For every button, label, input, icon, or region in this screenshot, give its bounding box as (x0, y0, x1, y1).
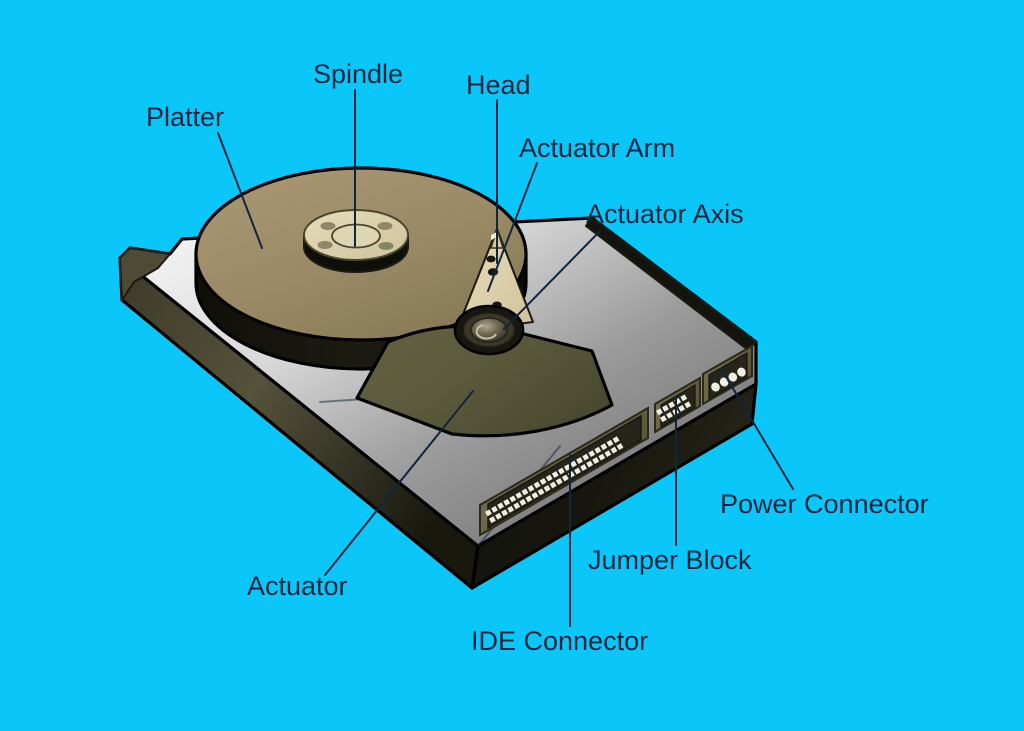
ide-pin-array (485, 436, 624, 524)
ide-connector-group (479, 232, 649, 537)
spindle-screw-hole (317, 241, 333, 249)
actuator-group (355, 324, 614, 438)
label-ide-connector: IDE Connector (471, 626, 648, 656)
label-spindle: Spindle (313, 59, 403, 89)
label-jumper-block: Jumper Block (588, 545, 752, 575)
label-actuator: Actuator (247, 571, 348, 601)
labels: Platter Spindle Head Actuator Arm Actuat… (146, 59, 929, 656)
leader-lines (217, 89, 794, 627)
spindle-screw-hole (377, 222, 393, 230)
actuator-arm-hole (486, 255, 496, 263)
spindle-screw-hole (378, 242, 394, 250)
platter-leader (217, 132, 263, 249)
power-connector-group (702, 344, 753, 406)
spindle-screw-hole (320, 222, 336, 230)
label-platter: Platter (146, 102, 224, 132)
jumper-block-group (654, 376, 701, 434)
actuator-voice-coil (355, 324, 614, 438)
actuator-axis-leader (503, 230, 601, 330)
power-connector-leader (721, 369, 794, 490)
actuator-axis-group (453, 304, 525, 356)
label-head: Head (466, 70, 531, 100)
label-power-connector: Power Connector (720, 489, 929, 519)
ide-connector-pins (491, 232, 496, 241)
actuator-axis-highlight (475, 324, 497, 340)
chassis-left-notch (119, 247, 171, 301)
label-actuator-arm: Actuator Arm (519, 133, 675, 163)
jumper-pin-array (656, 394, 692, 423)
actuator-arm-leader (487, 162, 538, 292)
power-pin-array (711, 367, 746, 392)
actuator-leader (324, 390, 474, 576)
label-actuator-axis: Actuator Axis (586, 199, 744, 229)
